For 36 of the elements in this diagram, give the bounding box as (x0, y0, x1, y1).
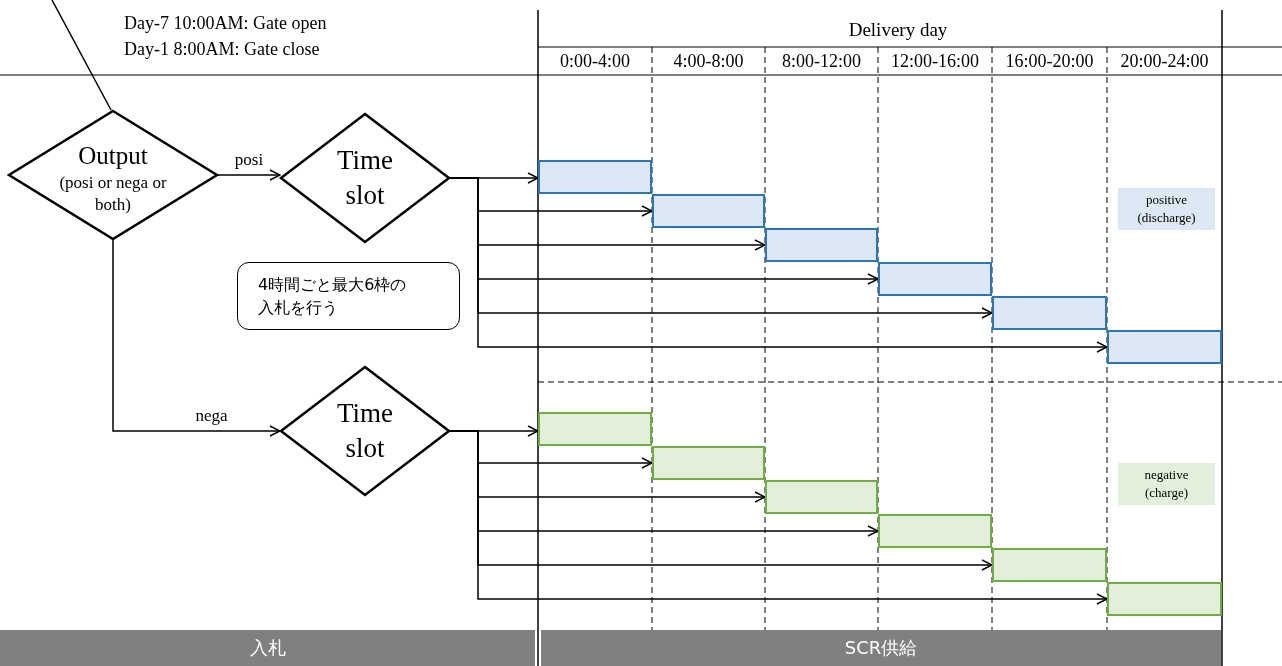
time-slot-bar (992, 548, 1107, 582)
phase-band: 入札 (0, 630, 535, 666)
arrow (217, 169, 281, 181)
time-range-header: 20:00-24:00 (1119, 52, 1210, 72)
diamond-subtitle: (posi or nega or both) (59, 172, 167, 217)
time-slot-bar (765, 480, 878, 514)
diamond-title: Time slot (336, 396, 394, 465)
leader-line (51, 0, 112, 111)
gate-time-text: Day-1 8:00AM: Gate close (124, 40, 320, 60)
time-slot-bar (1107, 330, 1222, 364)
gate-time-text: Day-7 10:00AM: Gate open (124, 14, 327, 34)
time-slot-bar (992, 296, 1107, 330)
time-slot-bar (538, 160, 652, 194)
arrow (112, 239, 281, 437)
time-range-header: 16:00-20:00 (1004, 52, 1095, 72)
time-slot-bar (878, 262, 992, 296)
diamond-title: Output (78, 140, 148, 171)
time-range-header: 8:00-12:00 (781, 52, 862, 72)
time-slot-bar (652, 194, 765, 228)
legend-label: positive (discharge) (1118, 188, 1215, 230)
column-header: Delivery day (847, 20, 949, 41)
decision-diamond (280, 366, 450, 496)
decision-diamond (8, 110, 218, 240)
time-slot-bar (1107, 582, 1222, 616)
phase-band: SCR供給 (541, 630, 1221, 666)
note-box: 4時間ごと最大6枠の入札を行う (237, 262, 460, 330)
time-slot-bar (652, 446, 765, 480)
time-slot-bar (765, 228, 878, 262)
time-range-header: 4:00-8:00 (672, 52, 745, 72)
time-range-header: 12:00-16:00 (890, 52, 980, 72)
time-range-header: 0:00-4:00 (559, 52, 631, 72)
time-slot-bar (878, 514, 992, 548)
diamond-title: Time slot (336, 143, 394, 212)
time-slot-bar (538, 412, 652, 446)
decision-diamond (280, 113, 450, 243)
legend-label: negative (charge) (1118, 463, 1215, 505)
